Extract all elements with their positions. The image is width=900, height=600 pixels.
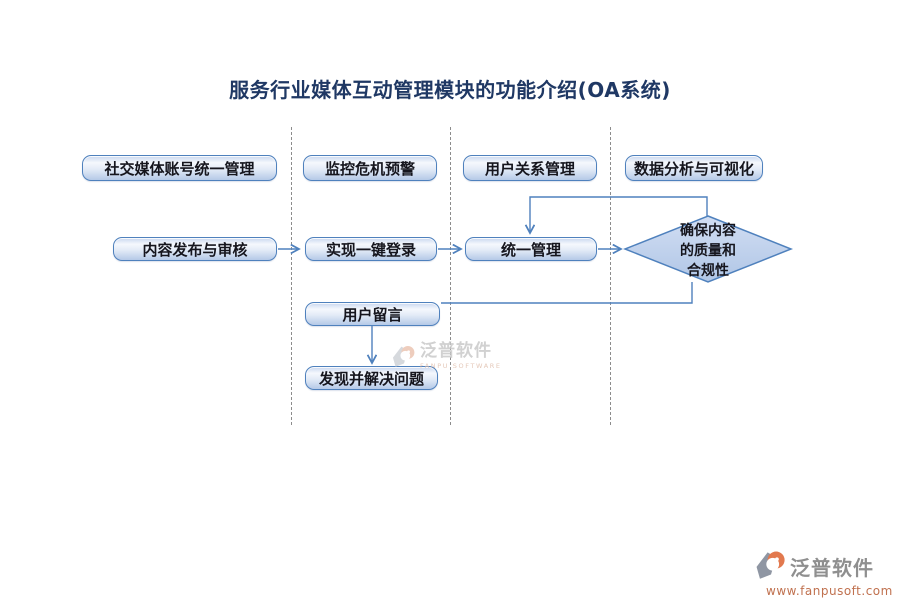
line-decision-to-message (441, 282, 693, 304)
footer-brand-text: 泛普软件 (790, 555, 874, 580)
watermark-brand-text: 泛普软件 (420, 341, 492, 361)
fanpu-logo-icon (392, 345, 415, 367)
node-user-messages: 用户留言 (305, 302, 440, 326)
watermark-brand-subtext: FANPU SOFTWARE (420, 362, 502, 370)
node-one-click-login: 实现一键登录 (305, 237, 437, 261)
node-data-analysis-visualization: 数据分析与可视化 (625, 155, 763, 181)
swimlane-divider-2 (450, 127, 451, 425)
node-crisis-monitoring-warning: 监控危机预警 (303, 155, 437, 181)
fanpu-logo-icon (756, 551, 785, 579)
node-user-relationship-management: 用户关系管理 (463, 155, 597, 181)
center-watermark: 泛普软件 FANPU SOFTWARE (391, 343, 502, 371)
footer-website-url: www.fanpusoft.com (766, 584, 893, 598)
swimlane-divider-3 (610, 127, 611, 425)
swimlane-divider-1 (291, 127, 292, 425)
decision-label: 确保内容 的质量和 合规性 (680, 223, 736, 279)
page-title: 服务行业媒体互动管理模块的功能介绍(OA系统) (229, 78, 671, 102)
node-find-and-solve-problems: 发现并解决问题 (305, 366, 438, 390)
node-unified-management: 统一管理 (465, 237, 597, 261)
footer-brand: 泛普软件 www.fanpusoft.com (754, 548, 894, 598)
node-social-media-account-management: 社交媒体账号统一管理 (82, 155, 277, 181)
node-content-publish-review: 内容发布与审核 (113, 237, 277, 261)
